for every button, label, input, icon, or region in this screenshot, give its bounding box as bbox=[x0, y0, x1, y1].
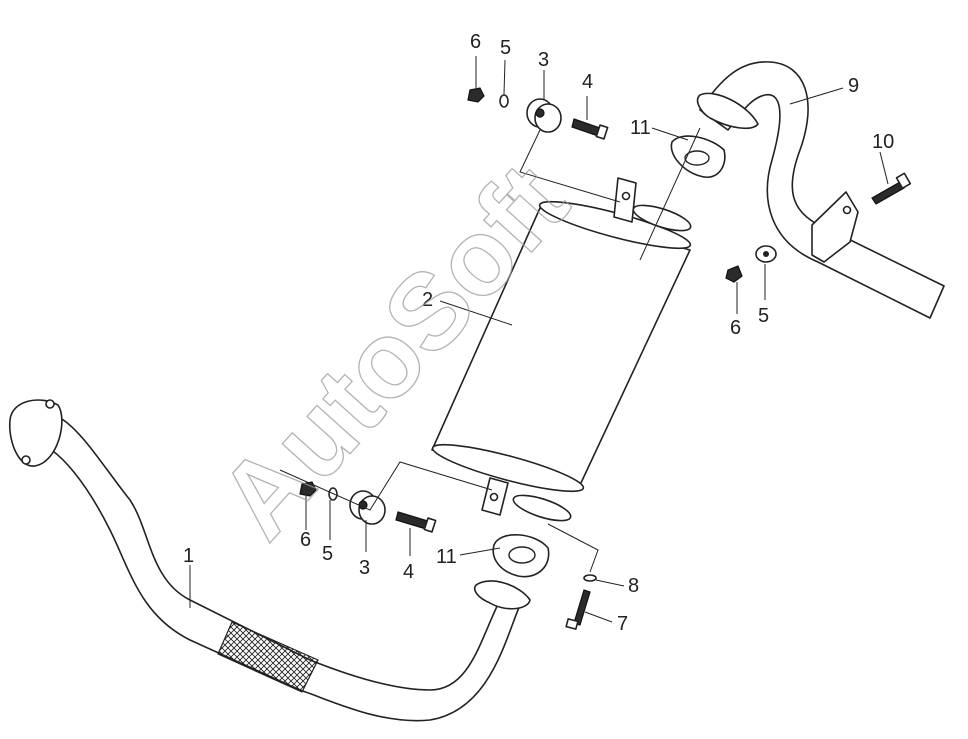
nut-upper bbox=[467, 87, 485, 103]
leader-lines bbox=[189, 56, 889, 623]
gasket-upper bbox=[670, 135, 726, 179]
callout-9: 9 bbox=[848, 75, 859, 97]
callout-8: 8 bbox=[628, 575, 639, 597]
callout-6-right: 6 bbox=[730, 317, 741, 339]
callout-1: 1 bbox=[183, 545, 194, 567]
callout-7: 7 bbox=[617, 613, 628, 635]
bolt-right bbox=[871, 181, 905, 205]
callout-2: 2 bbox=[422, 289, 433, 311]
washer-upper bbox=[499, 94, 509, 108]
nut-right bbox=[725, 265, 743, 283]
rear-pipe-flange bbox=[474, 580, 531, 610]
callout-6-upper: 6 bbox=[470, 31, 481, 53]
tail-pipe bbox=[696, 61, 945, 319]
callout-6-lower: 6 bbox=[300, 529, 311, 551]
bolt-7 bbox=[573, 589, 591, 626]
callout-5-right: 5 bbox=[758, 305, 769, 327]
right-hardware bbox=[725, 172, 912, 283]
nut-lower bbox=[299, 481, 317, 497]
pipe-mesh-section bbox=[217, 621, 319, 693]
rubber-mount-upper bbox=[526, 98, 562, 133]
bolt-upper bbox=[571, 118, 601, 137]
bolt-lower bbox=[395, 511, 429, 530]
front-pipe-flange bbox=[8, 399, 63, 467]
callout-numbers: 6 5 3 4 11 9 10 6 5 2 6 5 3 4 11 8 7 1 bbox=[183, 31, 894, 635]
muffler bbox=[431, 177, 692, 522]
clamp-hardware bbox=[565, 574, 597, 630]
rubber-mount-lower bbox=[349, 490, 386, 525]
callout-11-lower: 11 bbox=[436, 546, 457, 568]
callout-4-lower: 4 bbox=[403, 561, 414, 583]
washer-8 bbox=[583, 574, 597, 582]
callout-3-upper: 3 bbox=[538, 49, 549, 71]
lower-hardware bbox=[299, 481, 437, 533]
front-exhaust-pipe bbox=[8, 399, 531, 722]
callout-4-upper: 4 bbox=[582, 71, 593, 93]
callout-3-lower: 3 bbox=[359, 557, 370, 579]
upper-hardware bbox=[467, 87, 609, 140]
callout-5-upper: 5 bbox=[500, 37, 511, 59]
callout-11-upper: 11 bbox=[630, 117, 651, 139]
gasket-lower bbox=[492, 534, 550, 578]
callout-10: 10 bbox=[872, 131, 894, 153]
callout-5-lower: 5 bbox=[322, 543, 333, 565]
